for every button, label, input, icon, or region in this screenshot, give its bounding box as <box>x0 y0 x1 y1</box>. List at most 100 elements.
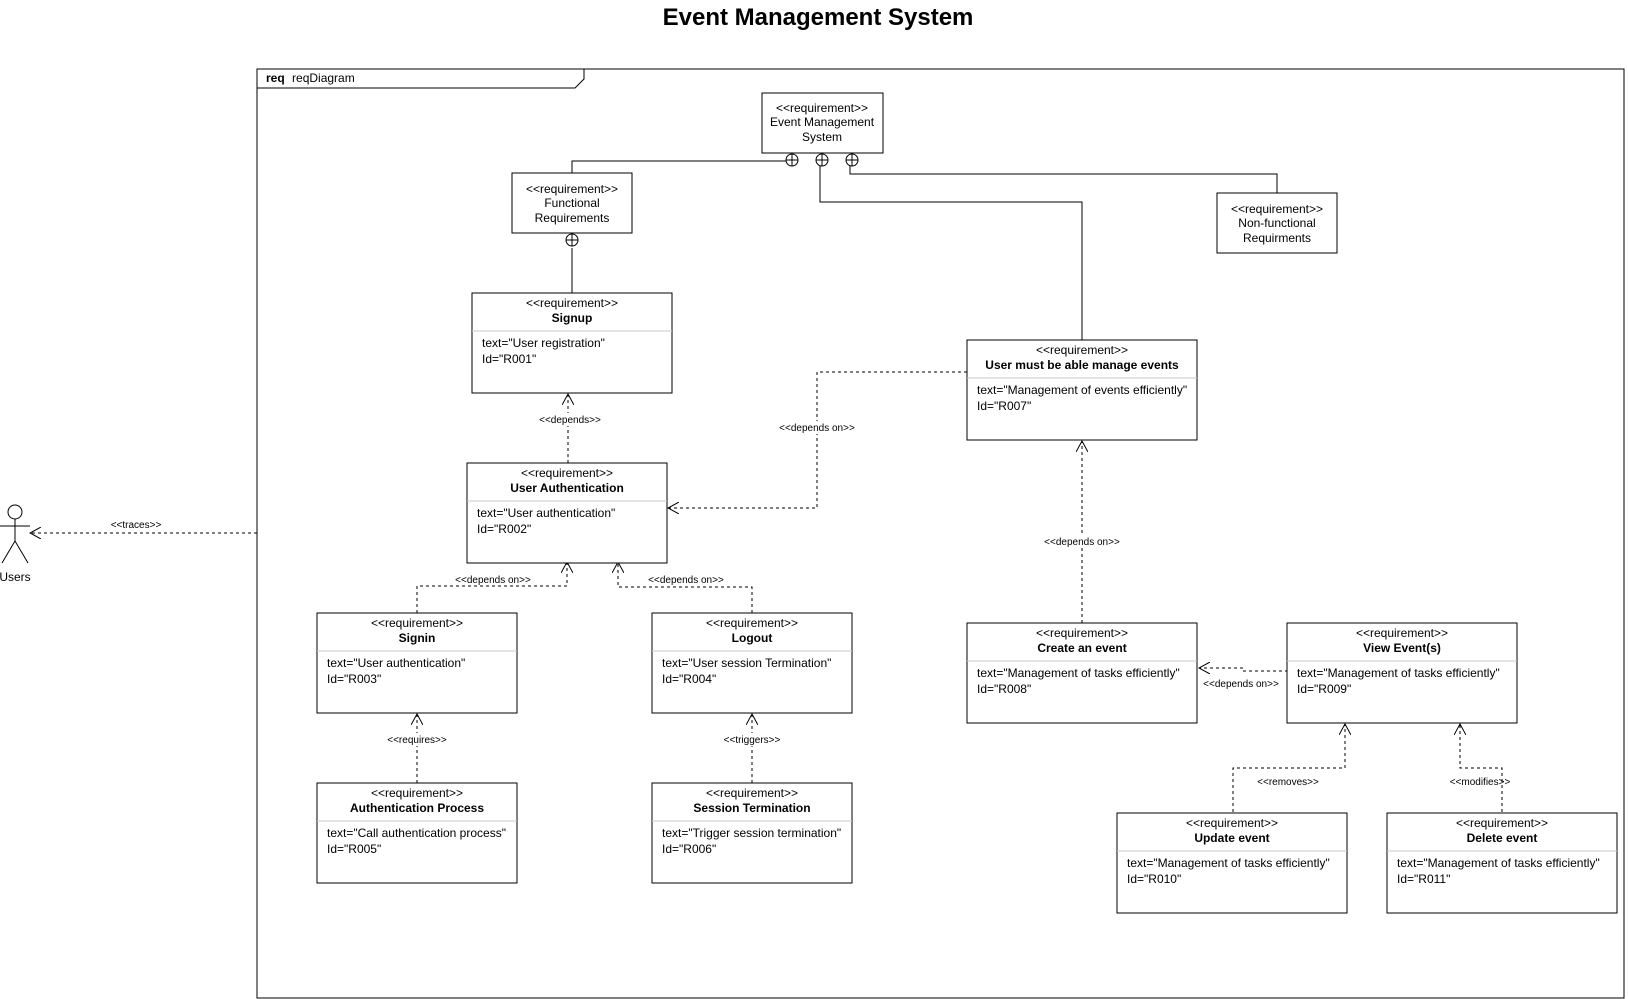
requirement-id: Id="R006" <box>662 842 716 856</box>
requirement-name: User Authentication <box>510 481 624 495</box>
requirement-text: text="User authentication" <box>477 506 615 520</box>
requirement-view-events[interactable]: <<requirement>> View Event(s) text="Mana… <box>1286 622 1518 724</box>
depends-on-view-line <box>1199 668 1288 671</box>
requirement-stereotype: <<requirement>> <box>526 182 618 196</box>
removes-label: <<removes>> <box>1257 777 1319 788</box>
actor-head <box>7 504 23 520</box>
requirement-name: Signin <box>399 631 436 645</box>
actor-label: Users <box>0 570 31 584</box>
depends-on-view-label: <<depends on>> <box>1203 679 1279 690</box>
requirement-stereotype: <<requirement>> <box>706 616 798 630</box>
containment-functional-line <box>571 160 790 173</box>
requirement-stereotype: <<requirement>> <box>521 466 613 480</box>
requirement-id: Id="R007" <box>977 399 1031 413</box>
requirement-name: Delete event <box>1467 831 1538 845</box>
requirement-name: View Event(s) <box>1363 641 1441 655</box>
requirement-text: text="User session Termination" <box>662 656 831 670</box>
svg-text:req reqDiagram: req reqDiagram <box>266 71 355 85</box>
requirement-name-line2: Requirements <box>535 211 610 225</box>
requirement-id: Id="R005" <box>327 842 381 856</box>
requirement-name: User must be able manage events <box>985 358 1179 372</box>
removes-line <box>1232 724 1345 812</box>
requirement-root[interactable]: <<requirement>> Event Management System <box>761 92 884 154</box>
requirement-name: Create an event <box>1037 641 1126 655</box>
depends-on-signin-line <box>416 562 567 613</box>
triggers-label: <<triggers>> <box>724 735 781 746</box>
requirement-session-termination[interactable]: <<requirement>> Session Termination text… <box>651 782 853 884</box>
requirement-functional[interactable]: <<requirement>> Functional Requirements <box>511 172 633 234</box>
requirement-stereotype: <<requirement>> <box>1356 626 1448 640</box>
requirement-signin[interactable]: <<requirement>> Signin text="User authen… <box>316 612 518 714</box>
relation-labels: <<traces>> <<depends>> <<depends on>> <<… <box>111 413 1511 788</box>
requirement-delete-event[interactable]: <<requirement>> Delete event text="Manag… <box>1386 812 1618 914</box>
modifies-label: <<modifies>> <box>1450 777 1511 788</box>
requirement-stereotype: <<requirement>> <box>1456 816 1548 830</box>
containment-circle-icon <box>815 153 829 167</box>
requirement-update-event[interactable]: <<requirement>> Update event text="Manag… <box>1116 812 1348 914</box>
frame-keyword: req <box>266 71 285 85</box>
containment-markers <box>565 153 859 247</box>
depends-on-logout-label: <<depends on>> <box>648 575 724 586</box>
requirement-logout[interactable]: <<requirement>> Logout text="User sessio… <box>651 612 853 714</box>
containment-manage-events-line <box>819 166 1083 340</box>
requirement-stereotype: <<requirement>> <box>1036 343 1128 357</box>
traces-label: <<traces>> <box>111 520 162 531</box>
requirement-name-line1: Functional <box>544 196 599 210</box>
depends-on-manage-label: <<depends on>> <box>779 423 855 434</box>
requirement-id: Id="R011" <box>1397 872 1450 886</box>
requirement-name-line2: System <box>802 130 842 144</box>
containment-connectors <box>571 160 1278 340</box>
requires-label: <<requires>> <box>387 735 447 746</box>
requirement-signup[interactable]: <<requirement>> Signup text="User regist… <box>471 292 673 394</box>
requirement-id: Id="R003" <box>327 672 381 686</box>
containment-circle-icon <box>845 153 859 167</box>
requirement-name-line1: Non-functional <box>1238 216 1315 230</box>
requirement-text: text="Management of tasks efficiently" <box>1127 856 1330 870</box>
requirement-name-line2: Requirments <box>1243 231 1311 245</box>
frame-name: reqDiagram <box>292 71 355 85</box>
requirement-nonfunctional[interactable]: <<requirement>> Non-functional Requirmen… <box>1216 192 1338 254</box>
requirement-stereotype: <<requirement>> <box>371 616 463 630</box>
modifies-line <box>1460 724 1503 812</box>
depends-on-create-label: <<depends on>> <box>1044 537 1120 548</box>
requirement-name: Session Termination <box>693 801 810 815</box>
containment-circle-icon <box>565 233 579 247</box>
requirement-text: text="Management of tasks efficiently" <box>1297 666 1500 680</box>
requirement-stereotype: <<requirement>> <box>1036 626 1128 640</box>
requirement-user-authentication[interactable]: <<requirement>> User Authentication text… <box>466 462 668 564</box>
requirement-name: Authentication Process <box>350 801 484 815</box>
requirement-text: text="Trigger session termination" <box>662 826 841 840</box>
dependency-connectors <box>30 371 1503 812</box>
actor-users[interactable]: Users <box>0 504 31 584</box>
requirement-id: Id="R010" <box>1127 872 1181 886</box>
requirement-name: Logout <box>732 631 773 645</box>
requirement-name: Update event <box>1194 831 1269 845</box>
requirement-id: Id="R004" <box>662 672 716 686</box>
requirement-stereotype: <<requirement>> <box>776 101 868 115</box>
requirement-authentication-process[interactable]: <<requirement>> Authentication Process t… <box>316 782 518 884</box>
requirement-stereotype: <<requirement>> <box>371 786 463 800</box>
requirement-name: Signup <box>552 311 593 325</box>
requirement-id: Id="R008" <box>977 682 1031 696</box>
requirement-create-event[interactable]: <<requirement>> Create an event text="Ma… <box>966 622 1198 724</box>
requirement-stereotype: <<requirement>> <box>526 296 618 310</box>
requirement-stereotype: <<requirement>> <box>1186 816 1278 830</box>
requirement-stereotype: <<requirement>> <box>1231 202 1323 216</box>
containment-circle-icon <box>785 153 799 167</box>
depends-label: <<depends>> <box>539 415 601 426</box>
requirement-id: Id="R009" <box>1297 682 1351 696</box>
depends-on-manage-line <box>668 371 967 508</box>
requirement-text: text="Management of tasks efficiently" <box>977 666 1180 680</box>
requirement-manage-events[interactable]: <<requirement>> User must be able manage… <box>966 339 1198 441</box>
diagram-title: Event Management System <box>662 4 974 31</box>
depends-on-signin-label: <<depends on>> <box>455 575 531 586</box>
requirement-id: Id="R002" <box>477 522 531 536</box>
requirement-text: text="Management of events efficiently" <box>977 383 1187 397</box>
requirement-text: text="User authentication" <box>327 656 465 670</box>
requirement-text: text="User registration" <box>482 336 605 350</box>
containment-nonfunctional-line <box>849 166 1278 193</box>
requirement-text: text="Call authentication process" <box>327 826 506 840</box>
requirement-text: text="Management of tasks efficiently" <box>1397 856 1600 870</box>
requirement-name-line1: Event Management <box>770 115 875 129</box>
